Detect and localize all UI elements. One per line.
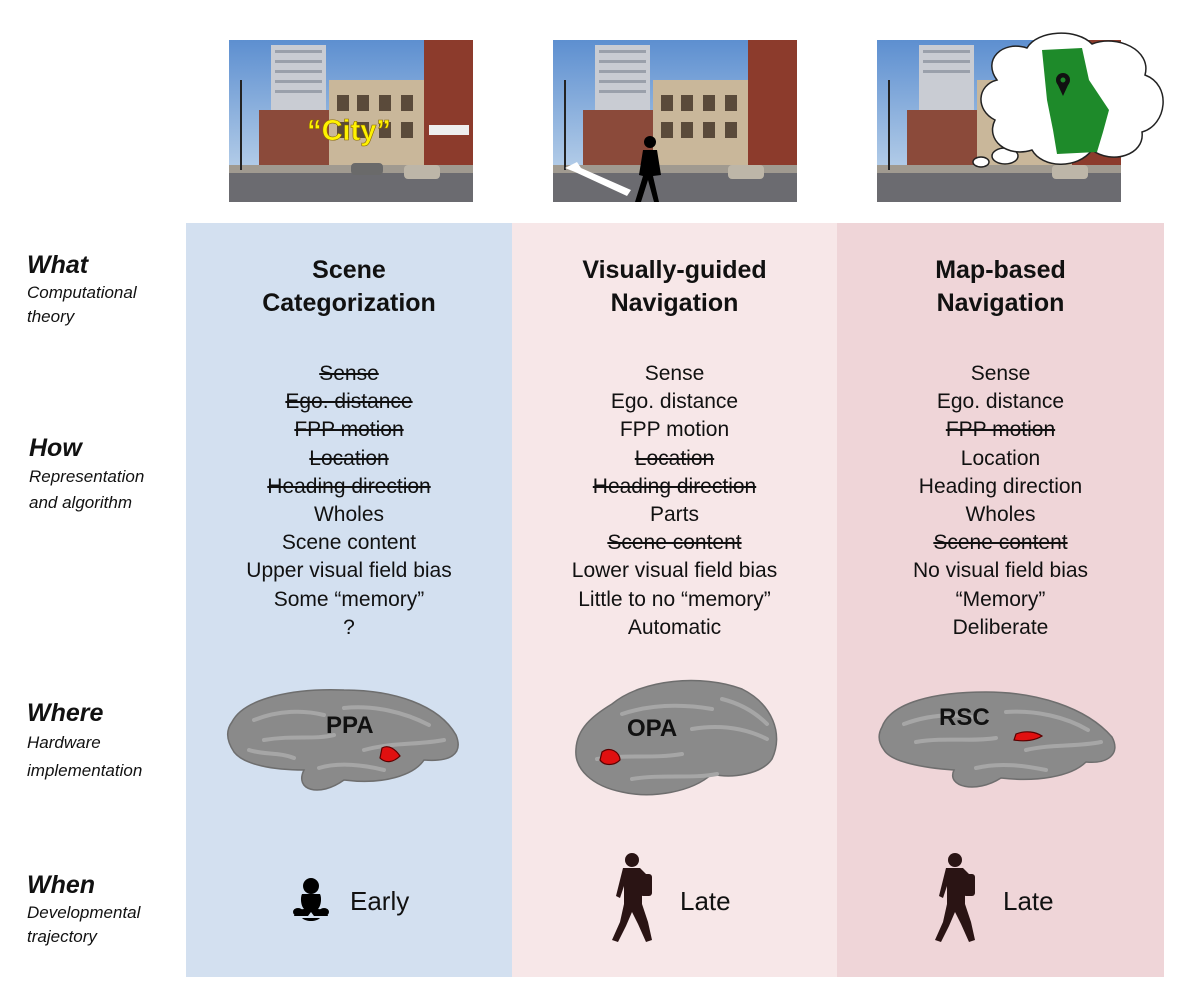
when-text: Early — [350, 886, 410, 916]
list-item: Heading direction — [918, 474, 1083, 498]
list-item: Little to no “memory” — [578, 587, 771, 611]
list-item: FPP motion — [294, 418, 404, 442]
property-list-col1: Sense Ego. distance FPP motion Location … — [186, 360, 512, 642]
list-item: Ego. distance — [285, 390, 413, 414]
list-item: FPP motion — [619, 418, 730, 442]
list-item: Ego. distance — [610, 390, 739, 414]
list-item: Location — [960, 446, 1041, 470]
baby-icon — [293, 878, 329, 921]
list-item: Deliberate — [952, 615, 1049, 639]
list-item: Heading direction — [592, 474, 757, 498]
list-item: ? — [343, 615, 355, 639]
list-item: Ego. distance — [936, 390, 1065, 414]
city-street-photo-3 — [877, 28, 1164, 202]
city-street-photo-2 — [553, 40, 797, 202]
row-heading: How — [29, 434, 82, 462]
walking-child-icon — [612, 853, 652, 942]
list-item: No visual field bias — [912, 559, 1089, 583]
walking-woman-silhouette — [635, 136, 661, 202]
city-street-photo-1: “City” — [229, 40, 473, 202]
list-item: Heading direction — [267, 474, 431, 498]
list-item: Upper visual field bias — [246, 559, 452, 583]
column-visually-guided-bg — [512, 223, 837, 977]
list-item: Location — [309, 446, 389, 470]
region-label-opa: OPA — [627, 715, 678, 742]
brain-lateral-opa — [572, 674, 782, 809]
list-item: Scene content — [933, 531, 1068, 555]
list-item: Automatic — [627, 615, 722, 639]
row-heading: What — [27, 251, 89, 279]
map-pin-icon — [1056, 73, 1070, 96]
when-text: Late — [1003, 886, 1054, 916]
list-item: Scene content — [281, 531, 417, 555]
list-item: Sense — [970, 362, 1031, 385]
row-heading: When — [27, 871, 96, 899]
city-label: “City” — [307, 115, 391, 147]
region-label-rsc: RSC — [939, 704, 990, 731]
region-label-ppa: PPA — [326, 712, 374, 739]
when-text: Late — [680, 886, 731, 916]
list-item: “Memory” — [955, 587, 1046, 611]
brain-medial-ppa — [224, 680, 464, 800]
brain-medial-rsc — [876, 682, 1122, 797]
list-item: Some “memory” — [273, 587, 425, 611]
list-item: Wholes — [965, 503, 1036, 527]
list-item: Sense — [319, 362, 379, 385]
walking-child-icon — [935, 853, 975, 942]
property-list-col3: Sense Ego. distance FPP motion Location … — [837, 360, 1164, 642]
column-scene-categorization-bg — [186, 223, 512, 977]
list-item: Scene content — [607, 531, 742, 555]
list-item: Wholes — [313, 503, 385, 527]
row-heading: Where — [27, 699, 104, 727]
list-item: Sense — [644, 362, 705, 385]
column-map-based-bg — [837, 223, 1164, 977]
list-item: Parts — [649, 503, 699, 527]
list-item: FPP motion — [945, 418, 1056, 442]
property-list-col2: Sense Ego. distance FPP motion Location … — [512, 360, 837, 642]
list-item: Lower visual field bias — [571, 559, 778, 583]
list-item: Location — [634, 446, 715, 470]
